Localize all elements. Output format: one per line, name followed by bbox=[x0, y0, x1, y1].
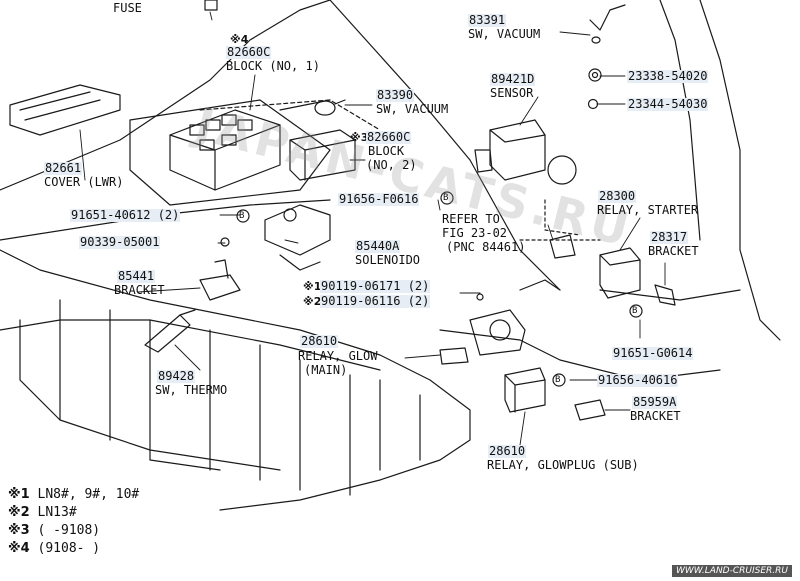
part-name-relay-glow-main: (MAIN) bbox=[304, 363, 348, 377]
note-mark: ※1 bbox=[303, 280, 322, 293]
part-number-85441[interactable]: 85441 bbox=[117, 269, 156, 283]
legend-text: ( -9108) bbox=[37, 523, 101, 538]
legend-key: ※2 bbox=[8, 505, 30, 520]
legend-key: ※4 bbox=[8, 541, 30, 556]
part-number-91651-40612[interactable]: 91651-40612 (2) bbox=[70, 208, 181, 222]
part-number-89421D[interactable]: 89421D bbox=[490, 72, 536, 86]
part-number-28300[interactable]: 28300 bbox=[598, 189, 637, 203]
part-number-28610-main[interactable]: 28610 bbox=[300, 334, 339, 348]
marker-b-icon: B bbox=[632, 306, 638, 316]
part-name-bracket-2: BRACKET bbox=[648, 244, 699, 258]
refer-to-label: REFER TO bbox=[442, 212, 500, 226]
marker-b-icon: B bbox=[555, 375, 561, 385]
part-number-28610-sub[interactable]: 28610 bbox=[488, 444, 527, 458]
label-fuse: FUSE bbox=[113, 1, 142, 15]
refer-fig-link[interactable]: FIG 23-02 bbox=[442, 226, 508, 240]
part-name-sw-thermo: SW, THERMO bbox=[155, 383, 228, 397]
part-name-bracket: BRACKET bbox=[114, 283, 165, 297]
note-mark: ※2 bbox=[303, 295, 322, 308]
part-name-block: BLOCK bbox=[368, 144, 405, 158]
legend-key: ※3 bbox=[8, 523, 30, 538]
part-number-82661[interactable]: 82661 bbox=[44, 161, 83, 175]
legend-row: ※2 LN13# bbox=[8, 505, 77, 520]
part-number-91651-G0614[interactable]: 91651-G0614 bbox=[612, 346, 694, 360]
part-name-sensor: SENSOR bbox=[490, 86, 534, 100]
part-number-89428[interactable]: 89428 bbox=[157, 369, 196, 383]
part-name-relay-glow: RELAY, GLOW bbox=[298, 349, 378, 363]
part-number-90119-06171[interactable]: 90119-06171 (2) bbox=[320, 279, 431, 293]
part-name-sw-vacuum: SW, VACUUM bbox=[376, 102, 449, 116]
legend-text: LN13# bbox=[37, 505, 77, 520]
part-name-relay-starter: RELAY, STARTER bbox=[597, 203, 699, 217]
legend-row: ※4 (9108- ) bbox=[8, 541, 100, 556]
part-name-solenoido: SOLENOIDO bbox=[355, 253, 421, 267]
part-number-82660C-no2[interactable]: 82660C bbox=[366, 130, 412, 144]
part-name-block-no1: BLOCK (NO, 1) bbox=[226, 59, 320, 73]
legend-row: ※3 ( -9108) bbox=[8, 523, 100, 538]
part-number-91656-F0616[interactable]: 91656-F0616 bbox=[338, 192, 420, 206]
part-name-sw-vacuum-2: SW, VACUUM bbox=[468, 27, 541, 41]
part-number-90119-06116[interactable]: 90119-06116 (2) bbox=[320, 294, 431, 308]
legend-key: ※1 bbox=[8, 487, 30, 502]
part-number-83391[interactable]: 83391 bbox=[468, 13, 507, 27]
part-name-relay-glowplug-sub: RELAY, GLOWPLUG (SUB) bbox=[487, 458, 639, 472]
legend-text: (9108- ) bbox=[37, 541, 101, 556]
site-credit: WWW.LAND-CRUISER.RU bbox=[671, 565, 792, 577]
part-name-bracket-3: BRACKET bbox=[630, 409, 681, 423]
part-number-28317[interactable]: 28317 bbox=[650, 230, 689, 244]
marker-b-icon: B bbox=[443, 193, 449, 203]
refer-pnc-label: (PNC 84461) bbox=[446, 240, 526, 254]
part-number-82660C[interactable]: 82660C bbox=[226, 45, 272, 59]
legend-row: ※1 LN8#, 9#, 10# bbox=[8, 487, 139, 502]
part-number-90339-05001[interactable]: 90339-05001 bbox=[79, 235, 161, 249]
part-number-83390[interactable]: 83390 bbox=[376, 88, 415, 102]
marker-b-icon: B bbox=[239, 211, 245, 221]
part-number-23338-54020[interactable]: 23338-54020 bbox=[627, 69, 709, 83]
note-mark: ※4 bbox=[230, 33, 249, 46]
part-number-91656-40616[interactable]: 91656-40616 bbox=[597, 373, 679, 387]
part-number-85959A[interactable]: 85959A bbox=[632, 395, 678, 409]
part-name-cover-lwr: COVER (LWR) bbox=[44, 175, 124, 189]
part-number-23344-54030[interactable]: 23344-54030 bbox=[627, 97, 709, 111]
note-mark: ※3 bbox=[350, 131, 369, 144]
legend-text: LN8#, 9#, 10# bbox=[37, 487, 140, 502]
part-name-block-no2: (NO, 2) bbox=[366, 158, 417, 172]
part-number-85440A[interactable]: 85440A bbox=[355, 239, 401, 253]
